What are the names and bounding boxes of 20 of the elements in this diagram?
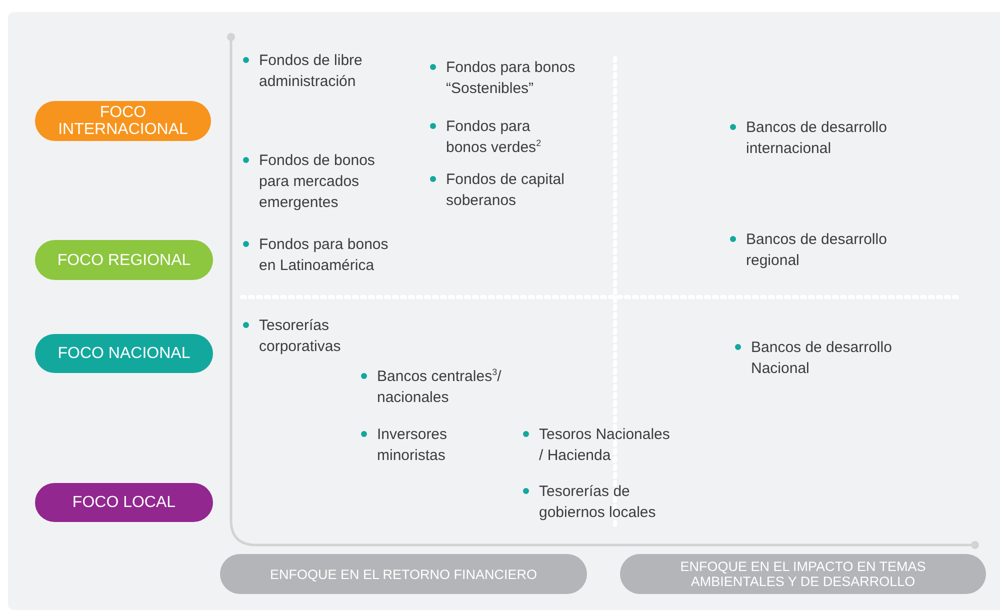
bullet-item: Fondos de capital soberanos <box>430 169 606 211</box>
category-pill: FOCO LOCAL <box>35 483 213 522</box>
bullet-item: Bancos de desarrollo regional <box>730 229 926 271</box>
bullet-item: Bancos de desarrollo Nacional <box>735 337 931 379</box>
category-pill: FOCO NACIONAL <box>35 334 213 373</box>
bullet-item: Fondos de libre administración <box>243 50 419 92</box>
category-pill: FOCO INTERNACIONAL <box>35 101 211 141</box>
bullet-item: Fondos de bonos para mercados emergentes <box>243 150 399 213</box>
axis-label-pill: ENFOQUE EN EL RETORNO FINANCIERO <box>220 554 587 594</box>
bullet-item: Tesorerías corporativas <box>243 315 369 357</box>
bullet-item: Fondos para bonos en Latinoamérica <box>243 234 409 276</box>
axis-label-pill: ENFOQUE EN EL IMPACTO EN TEMAS AMBIENTALES Y DE DESARROLLO <box>620 554 986 594</box>
bullet-item: Bancos centrales$^{3}$/ nacionales <box>361 366 527 408</box>
bullet-item: Fondos para bonos “Sostenibles” <box>430 57 621 99</box>
bullet-item: Fondos para bonos verdes$^{2}$ <box>430 116 556 158</box>
bullet-item: Tesoros Nacionales / Hacienda <box>523 424 673 466</box>
category-pill: FOCO REGIONAL <box>35 240 213 280</box>
bullet-item: Bancos de desarrollo internacional <box>730 117 926 159</box>
bullet-item: Inversores minoristas <box>361 424 487 466</box>
bullet-item: Tesorerías de gobiernos locales <box>523 481 699 523</box>
